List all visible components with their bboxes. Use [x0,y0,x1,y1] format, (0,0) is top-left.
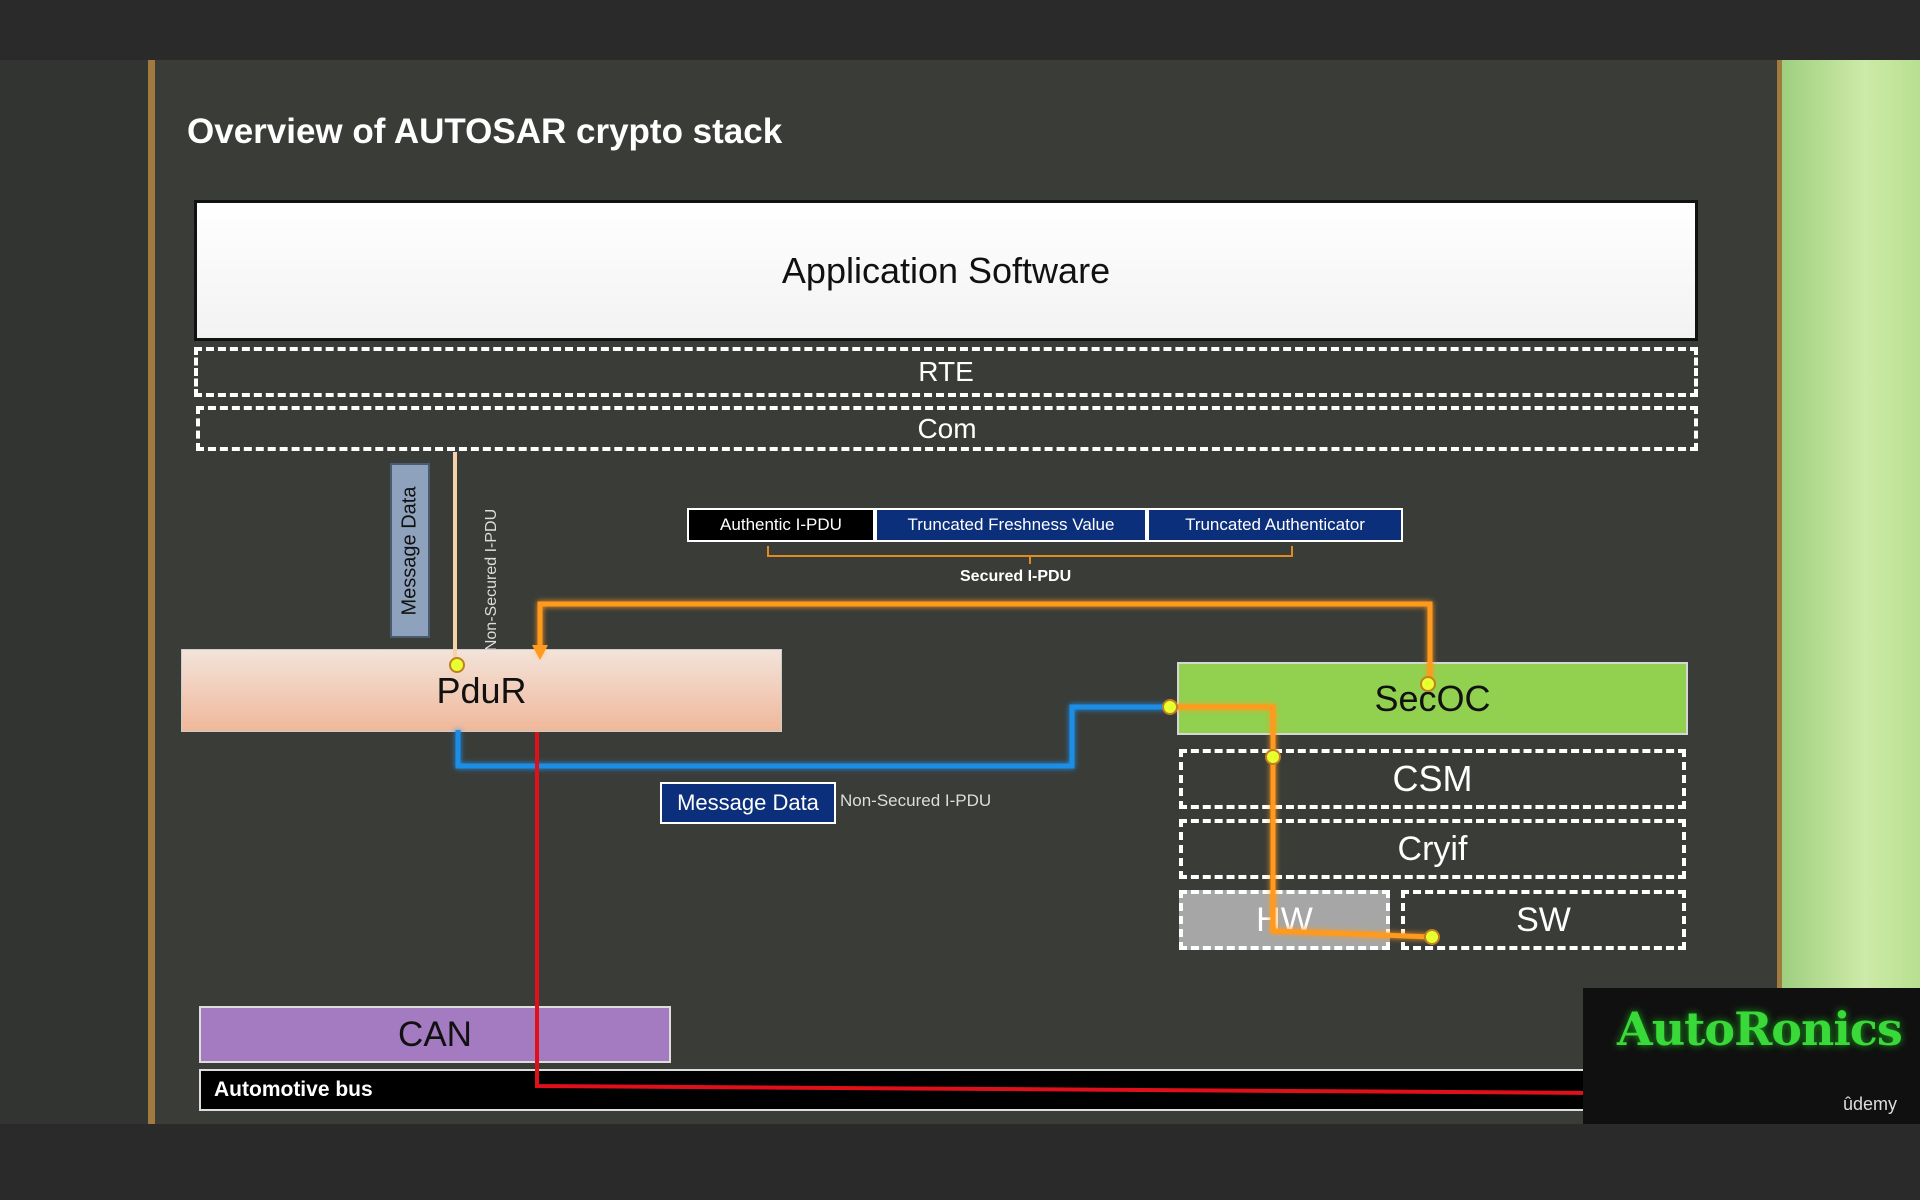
message-data-vertical-box: Message Data [390,463,430,638]
message-data-label: Message Data [677,790,819,815]
application-software-layer: Application Software [194,200,1698,341]
secured-pdu-label: Secured I-PDU [960,568,1072,585]
pdur-label: PduR [436,669,527,711]
pdur-node [449,657,465,673]
left-margin [0,60,148,1124]
secured-path-arrow [532,645,548,660]
non-secured-path-line [455,704,1170,769]
com-layer: Com [196,406,1698,451]
can-module: CAN [199,1006,671,1063]
secoc-top-node [1420,676,1436,692]
authentic-ipdu-segment: Authentic I-PDU [687,508,875,542]
bottom-bar [0,1124,1920,1200]
freshness-value-segment: Truncated Freshness Value [875,508,1147,542]
bus-path-line [535,732,1601,1095]
slide-title: Overview of AUTOSAR crypto stack [187,112,783,151]
secured-path-line [537,601,1433,685]
rte-label: RTE [918,356,974,387]
rte-layer: RTE [194,347,1698,397]
automotive-bus-label: Automotive bus [214,1078,373,1101]
sw-node [1424,929,1440,945]
message-data-box: Message Data [660,782,836,824]
secured-pdu-structure: Authentic I-PDU Truncated Freshness Valu… [687,508,1403,542]
csm-node [1265,749,1281,765]
right-border-line [1777,60,1782,1124]
brand-logo: AutoRonics ûdemy [1583,988,1920,1124]
udemy-watermark: ûdemy [1843,1094,1898,1114]
application-software-label: Application Software [781,249,1111,291]
sw-module: SW [1401,890,1686,950]
sw-label: SW [1516,900,1571,939]
secoc-entry-node [1162,699,1178,715]
authenticator-segment: Truncated Authenticator [1147,508,1403,542]
right-decoration [1782,60,1920,1124]
autoronics-logo-text: AutoRonics [1617,1002,1903,1056]
pdur-module: PduR [181,649,782,732]
left-border-line [148,60,155,1124]
csm-hw-path [1170,704,1433,940]
can-label: CAN [398,1014,472,1054]
flow-lines [449,452,1601,1095]
slide: Overview of AUTOSAR crypto stack Applica… [0,60,1920,1124]
top-bar [0,0,1920,60]
secured-bracket [767,546,1293,564]
com-label: Com [917,412,977,444]
non-secured-label: Non-Secured I-PDU [840,791,992,810]
